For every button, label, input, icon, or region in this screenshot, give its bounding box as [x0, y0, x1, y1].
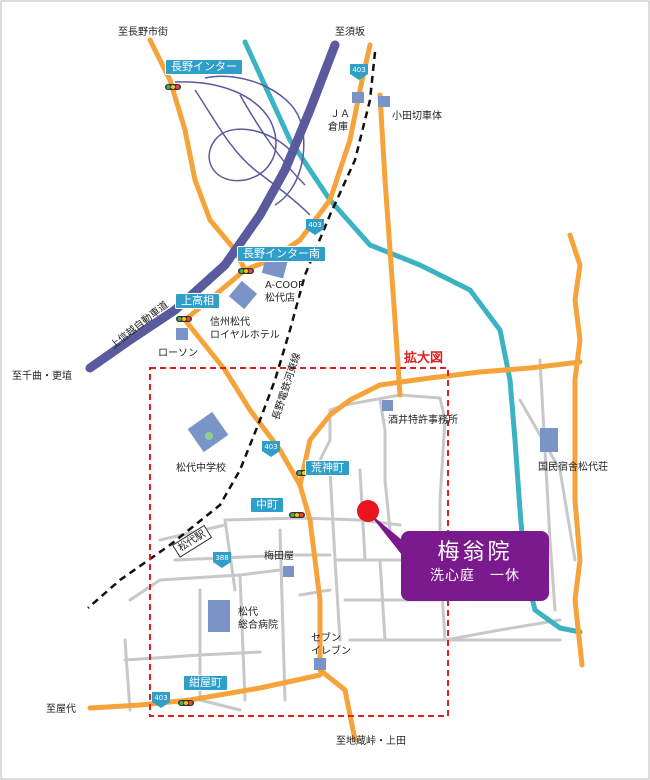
- tag-nakamachi: 中町: [250, 497, 284, 513]
- label-odagiri: 小田切車体: [392, 111, 442, 122]
- label-royal-sub: ロイヤルホテル: [210, 330, 280, 341]
- label-to-yashiro: 至屋代: [46, 704, 76, 715]
- expressway: [85, 40, 340, 373]
- tag-arakami: 荒神町: [305, 460, 350, 476]
- label-seven-sub: イレブン: [311, 646, 351, 657]
- destination-name: 梅翁院: [437, 540, 513, 565]
- label-to-chizo: 至地蔵峠・上田: [336, 736, 406, 747]
- label-hospital: 松代: [238, 607, 258, 618]
- destination-marker: [357, 500, 379, 522]
- destination-callout: 梅翁院 洗心庭 一休: [401, 531, 549, 601]
- label-ja-sub: 倉庫: [328, 122, 348, 133]
- label-royal: 信州松代: [210, 317, 250, 328]
- route-shield-numbers: 403 403 403 388 403: [154, 66, 365, 702]
- route-403-d: 403: [154, 694, 167, 702]
- label-lawson: ローソン: [158, 348, 198, 359]
- destination-sub: 洗心庭 一休: [430, 568, 520, 584]
- destination-pointer: [368, 512, 402, 555]
- tag-nagano-ic-south: 長野インター南: [237, 246, 326, 262]
- label-hospital-sub: 総合病院: [238, 620, 278, 631]
- label-sakai: 酒井特許事務所: [388, 415, 458, 426]
- label-matsushiro-jhs: 松代中学校: [176, 463, 226, 474]
- route-388: 388: [215, 554, 228, 562]
- route-403-a: 403: [352, 66, 365, 74]
- label-to-suzaka: 至須坂: [335, 27, 365, 38]
- label-seven: セブン: [311, 633, 341, 644]
- route-403-c: 403: [264, 443, 277, 451]
- tag-nagano-ic: 長野インター: [165, 59, 243, 75]
- route-403-b: 403: [308, 221, 321, 229]
- label-to-chikuma: 至千曲・更埴: [12, 371, 72, 382]
- label-to-nagano-shigai: 至長野市街: [118, 27, 168, 38]
- river: [242, 39, 583, 635]
- tag-kamitakaji: 上高相: [175, 293, 220, 309]
- tag-konyamachi: 紺屋町: [183, 675, 228, 691]
- label-kokumin: 国民宿舎松代荘: [538, 462, 608, 473]
- label-acoop-sub: 松代店: [265, 293, 295, 304]
- label-acoop: A-COOP: [265, 280, 304, 291]
- label-ja: ＪＡ: [330, 109, 350, 120]
- railway: [87, 51, 377, 609]
- label-umedaya: 梅田屋: [264, 551, 294, 562]
- label-zoom: 拡大図: [404, 351, 444, 366]
- interchange-loops: [174, 75, 311, 216]
- route-shields: [152, 64, 368, 708]
